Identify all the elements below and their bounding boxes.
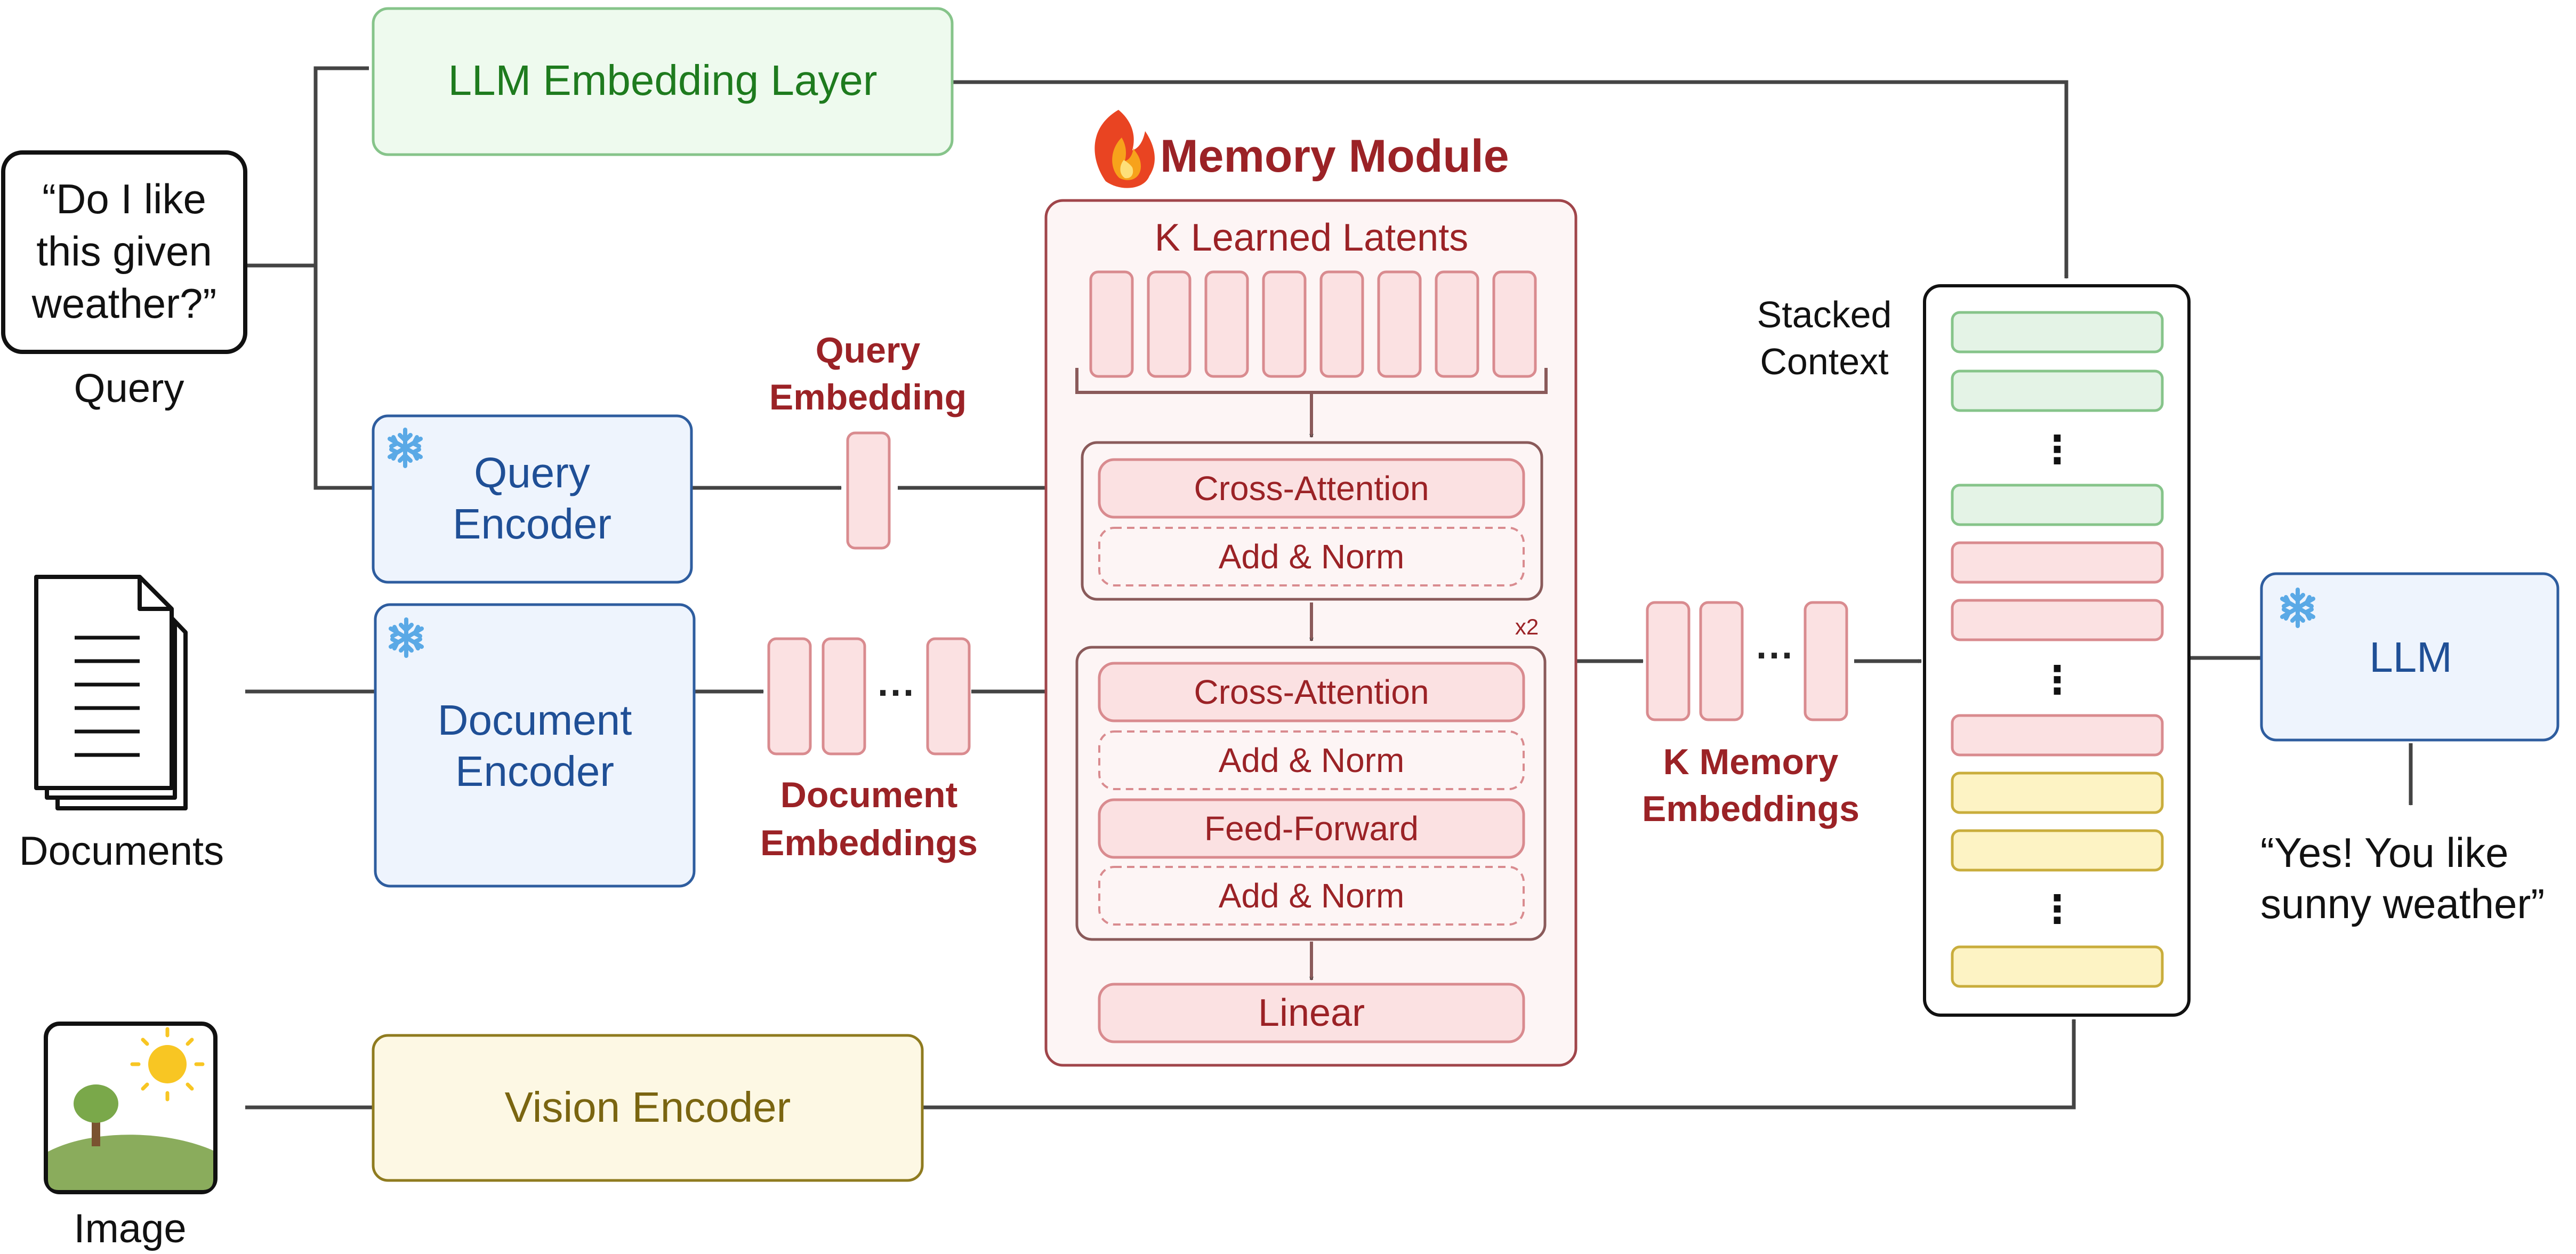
query-box: “Do I like this given weather?” [1, 150, 247, 354]
feed-forward-layer [1098, 798, 1525, 859]
document-encoder-line-1: Document [438, 696, 632, 744]
document-embeddings-ellipsis: ··· [878, 672, 916, 714]
image-label: Image [74, 1206, 186, 1251]
add-norm-layer-2 [1098, 730, 1525, 790]
k-memory-embeddings-label-line-2: Embeddings [1642, 789, 1859, 829]
linear-label: Linear [1258, 992, 1365, 1034]
add-norm-layer-3 [1098, 866, 1525, 926]
cross-attention-layer-2 [1098, 662, 1525, 722]
llm-label: LLM [2369, 633, 2452, 681]
document-encoder-line-2: Encoder [455, 747, 614, 795]
query-encoder-line-2: Encoder [453, 500, 611, 548]
query-embedding-vector [846, 431, 891, 550]
document-encoder-box: Document Encoder [374, 603, 696, 888]
landscape-image-icon [44, 1022, 218, 1194]
query-label: Query [74, 366, 184, 411]
feed-forward-label: Feed-Forward [1204, 809, 1419, 848]
vision-encoder-label: Vision Encoder [505, 1083, 791, 1131]
memory-embeddings-vectors [1646, 601, 1848, 721]
llm-embedding-layer-label: LLM Embedding Layer [448, 57, 878, 104]
query-embedding-label-line-1: Query [816, 330, 921, 371]
vision-encoder-box: Vision Encoder [372, 1034, 924, 1182]
query-encoder-line-1: Query [474, 449, 590, 496]
add-norm-label-1: Add & Norm [1219, 537, 1405, 576]
stacked-context-label-line-2: Context [1760, 341, 1888, 382]
memory-embeddings-ellipsis: ··· [1756, 634, 1794, 677]
document-embeddings-label-line-1: Document [780, 775, 957, 815]
add-norm-layer-1 [1098, 527, 1525, 586]
stacked-context-label-line-1: Stacked [1757, 294, 1892, 335]
stacked-context-ellipsis-2: ⋮ [2038, 659, 2076, 702]
documents-label: Documents [19, 829, 224, 874]
stacked-context-ellipsis-1: ⋮ [2038, 429, 2076, 471]
memory-module-title: Memory Module [1160, 131, 1509, 182]
query-text-line-2: this given [36, 228, 212, 275]
cross-attention-label-2: Cross-Attention [1194, 673, 1429, 711]
linear-layer [1098, 983, 1525, 1043]
answer-line-2: sunny weather” [2260, 880, 2545, 927]
document-stack-icon [34, 575, 188, 810]
cross-attention-label-1: Cross-Attention [1194, 469, 1429, 508]
query-encoder-box: Query Encoder [372, 414, 693, 584]
memory-module: Memory Module K Learned Latents Cross-At… [1044, 110, 1577, 1067]
query-text-line-1: “Do I like [42, 175, 206, 222]
add-norm-label-3: Add & Norm [1219, 877, 1405, 915]
add-norm-label-2: Add & Norm [1219, 741, 1405, 779]
llm-embedding-layer-box: LLM Embedding Layer [372, 7, 954, 156]
query-embedding-label-line-2: Embedding [769, 377, 967, 417]
stacked-context-ellipsis-3: ⋮ [2038, 888, 2076, 931]
k-memory-embeddings-label-line-1: K Memory [1663, 742, 1839, 782]
query-text-line-3: weather?” [31, 280, 217, 327]
document-embeddings-label-line-2: Embeddings [760, 823, 978, 863]
cross-attention-layer-1 [1098, 458, 1525, 519]
repeat-x2-label: x2 [1515, 614, 1539, 639]
learned-latents-vectors [1089, 270, 1537, 378]
learned-latents-label: K Learned Latents [1155, 216, 1468, 259]
stacked-context-box [1923, 284, 2191, 1017]
connectors [245, 66, 2413, 1110]
fire-icon [1094, 110, 1155, 188]
llm-box: LLM [2260, 572, 2559, 742]
document-embeddings-vectors [767, 637, 971, 755]
answer-line-1: “Yes! You like [2260, 829, 2509, 876]
